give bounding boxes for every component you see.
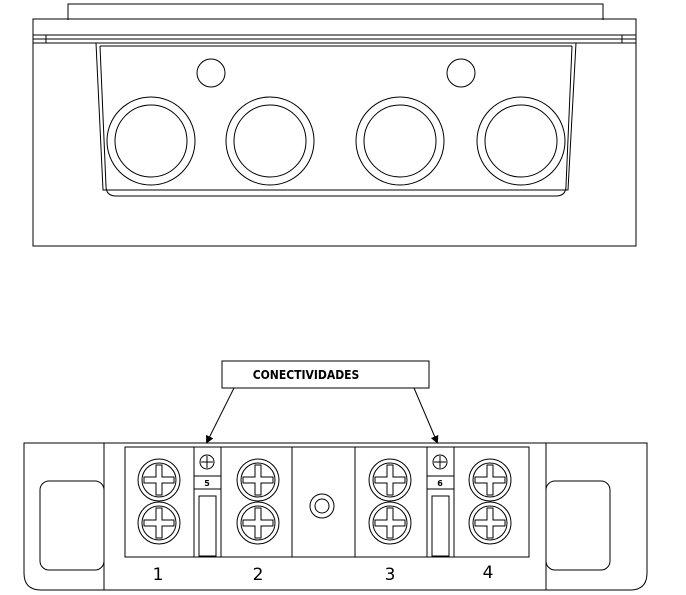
mounting-slot <box>39 480 105 571</box>
terminal-number-1: 1 <box>153 565 164 585</box>
screw-icon <box>468 458 512 502</box>
callout-arrow <box>206 387 235 444</box>
mounting-hole <box>446 58 476 88</box>
screw-icon <box>368 458 412 502</box>
aux-screw-icon <box>199 454 215 470</box>
terminal-number-3: 3 <box>385 565 396 585</box>
terminal-number-4: 4 <box>483 563 494 583</box>
terminal-number-6: 6 <box>437 479 443 488</box>
terminal-block-view <box>23 442 648 591</box>
screw-icon <box>236 458 280 502</box>
aux-screw-icon <box>432 454 448 470</box>
terminal-number-2: 2 <box>253 565 264 585</box>
screw-icon <box>468 501 512 545</box>
callout-arrow <box>413 387 439 444</box>
terminal-screws <box>137 454 512 545</box>
callout-label: CONECTIVIDADES <box>253 368 360 382</box>
callout-box <box>221 360 430 389</box>
screw-icon <box>137 501 181 545</box>
terminal-housing <box>124 446 530 558</box>
enclosure-top-view <box>32 3 637 247</box>
lid-ridge <box>67 3 604 20</box>
mounting-slot <box>545 480 611 571</box>
cable-gland <box>355 96 445 186</box>
cable-gland <box>476 96 566 186</box>
enclosure-body <box>32 18 637 247</box>
cable-gland <box>106 96 196 186</box>
screw-icon <box>137 458 181 502</box>
terminal-number-5: 5 <box>204 479 210 488</box>
cable-gland <box>225 96 315 186</box>
screw-icon <box>236 501 280 545</box>
callout: CONECTIVIDADES <box>206 360 439 444</box>
screw-icon <box>368 501 412 545</box>
gland-plate <box>95 42 577 191</box>
terminal-base <box>23 442 648 591</box>
fixing-hole <box>309 493 335 519</box>
terminal-labels: 1 2 3 4 5 6 <box>153 479 494 585</box>
mounting-hole <box>196 58 226 88</box>
